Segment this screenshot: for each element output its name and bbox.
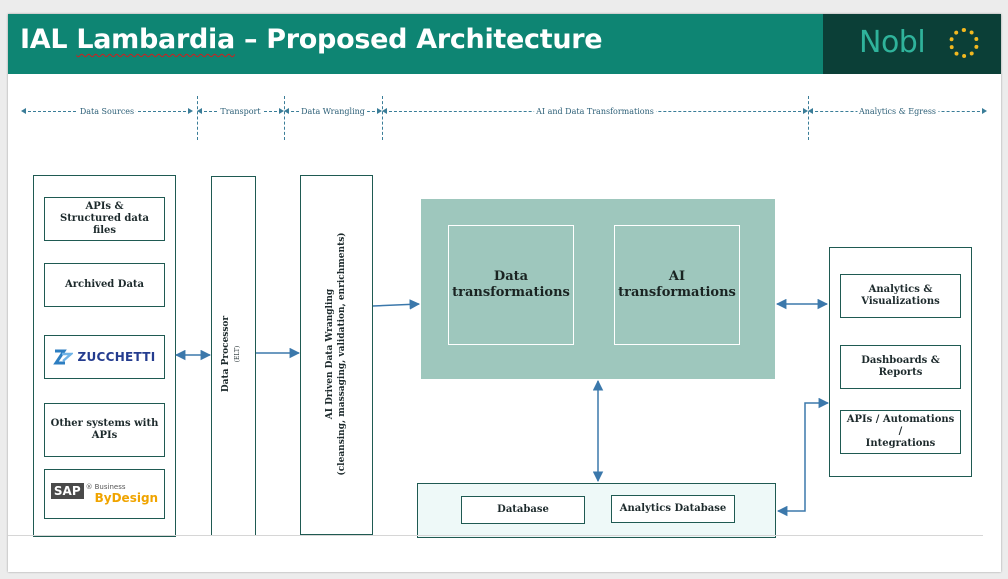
arrow-wrangling-to-transformations xyxy=(372,299,421,310)
sap-bydesign-text: ByDesign xyxy=(94,491,159,505)
title-bar: IAL Lambardia – Proposed Architecture xyxy=(8,14,823,74)
title-part: – Proposed Architecture xyxy=(234,24,603,55)
phase-divider xyxy=(808,96,809,140)
logo: Nobl xyxy=(823,14,1001,74)
phase-label: Transport xyxy=(218,105,263,118)
sap-wordmark: SAP xyxy=(50,483,84,499)
sap-business-text: Business xyxy=(94,483,126,491)
data-transformations-box: Data transformations xyxy=(448,225,574,345)
ai-transformations-box: AI transformations xyxy=(614,225,740,345)
phase-analytics-egress: Analytics & Egress xyxy=(808,105,987,119)
slide-divider xyxy=(8,535,983,536)
database-box: Database xyxy=(461,496,585,524)
sap-registered-mark: ® xyxy=(85,483,93,491)
phase-transport: Transport xyxy=(197,105,284,119)
phase-label: AI and Data Transformations xyxy=(534,105,656,118)
egress-apis-automations: APIs / Automations / Integrations xyxy=(840,410,961,454)
phase-label: Analytics & Egress xyxy=(856,105,939,118)
data-processor-panel xyxy=(211,176,256,536)
data-wrangling-panel xyxy=(300,175,373,535)
ai-transformations-block: Data transformations AI transformations xyxy=(421,199,775,379)
phase-data-sources: Data Sources xyxy=(21,105,193,119)
source-archived-data: Archived Data xyxy=(44,263,165,307)
egress-analytics-visualizations: Analytics & Visualizations xyxy=(840,274,961,318)
connector-arrows xyxy=(174,298,830,517)
source-apis-structured-files: APIs & Structured data files xyxy=(44,197,165,241)
phase-label: Data Wrangling xyxy=(299,105,367,118)
source-zucchetti: ZUCCHETTI xyxy=(44,335,165,379)
source-sap-bydesign: SAP ® Business ByDesign xyxy=(44,469,165,519)
zucchetti-wordmark: ZUCCHETTI xyxy=(77,350,156,364)
phase-divider xyxy=(197,96,198,140)
slide-title: IAL Lambardia – Proposed Architecture xyxy=(20,24,603,55)
title-misspelled-word: Lambardia xyxy=(76,24,235,55)
phase-divider xyxy=(284,96,285,140)
phase-label: Data Sources xyxy=(77,105,137,118)
database-block: Database Analytics Database xyxy=(417,483,776,538)
arrow-database-to-egress xyxy=(776,397,830,517)
source-other-systems: Other systems with APIs xyxy=(44,403,165,457)
q-ring-logo-icon xyxy=(949,28,979,58)
title-part: IAL xyxy=(20,24,77,55)
phase-divider xyxy=(382,96,383,140)
analytics-database-box: Analytics Database xyxy=(611,495,735,523)
phase-ai-data-transformations: AI and Data Transformations xyxy=(382,105,808,119)
logo-text: Nobl xyxy=(859,25,926,60)
egress-dashboards-reports: Dashboards & Reports xyxy=(840,345,961,389)
phase-data-wrangling: Data Wrangling xyxy=(284,105,382,119)
sap-bydesign-logo: SAP ® Business ByDesign xyxy=(50,483,159,505)
zucchetti-logo-icon xyxy=(53,349,74,365)
slide: IAL Lambardia – Proposed Architecture No… xyxy=(8,14,1001,572)
